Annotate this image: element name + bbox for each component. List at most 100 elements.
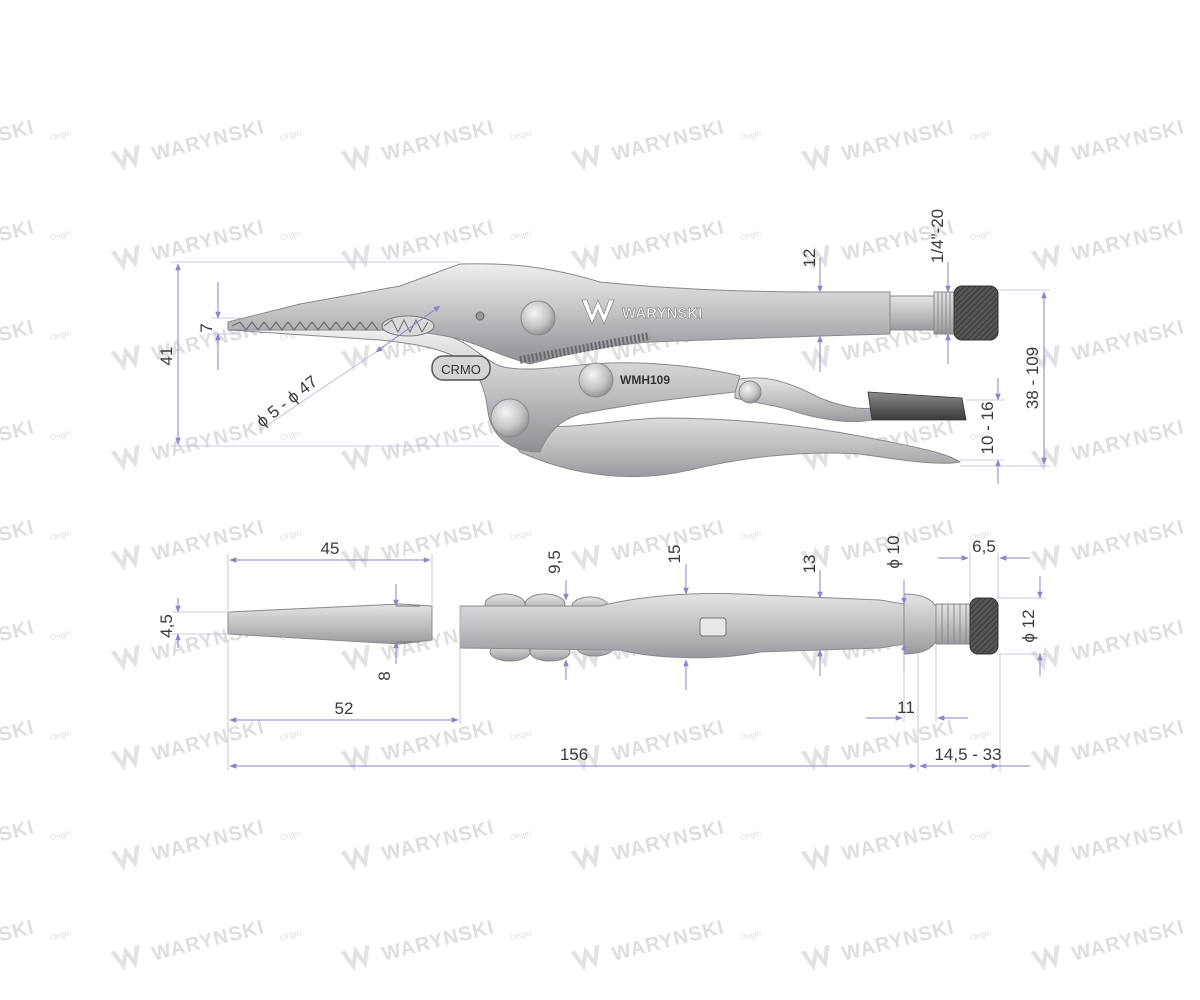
watermark-tagline: Origin	[739, 528, 762, 542]
watermark-icon	[110, 344, 140, 372]
watermark-icon	[570, 144, 600, 172]
dim-handle-span: 38 - 109	[1023, 347, 1042, 409]
model-label: WMH109	[620, 373, 670, 387]
watermark-icon	[800, 444, 830, 472]
watermark-icon	[110, 944, 140, 972]
screw-thread-top	[935, 603, 973, 645]
watermark-brand: WARYNSKI	[610, 916, 727, 965]
watermark-logo: WARYNSKI Origin	[800, 816, 992, 872]
dim-screw-length: 11	[897, 698, 915, 717]
watermark-icon	[1030, 144, 1060, 172]
top-view-dimensions: 45 4,5 8 52 9,5 15 13 ϕ 10	[157, 535, 1046, 772]
watermark-brand: WARYNSKI	[1070, 516, 1187, 565]
watermark-icon	[1030, 444, 1060, 472]
watermark-icon	[340, 344, 370, 372]
watermark-tagline: Origin	[279, 528, 302, 542]
material-badge: CRMO	[431, 355, 491, 381]
watermark-icon	[1030, 844, 1060, 872]
watermark-tagline: Origin	[739, 228, 762, 242]
watermark-tagline: Origin	[969, 828, 992, 842]
watermark-brand: WARYNSKI	[380, 716, 497, 765]
watermark-tagline: Origin	[969, 228, 992, 242]
watermark-tagline: Origin	[509, 128, 532, 142]
watermark-icon	[570, 344, 600, 372]
dim-body-b: 15	[665, 545, 684, 564]
dim-body-a: 9,5	[545, 550, 564, 574]
watermark-icon	[110, 744, 140, 772]
dim-diameter-range: ϕ 5 - ϕ 47	[253, 372, 321, 431]
watermark-tagline: Origin	[279, 828, 302, 842]
watermark-icon	[1030, 544, 1060, 572]
watermark-icon	[340, 444, 370, 472]
watermark-icon	[340, 244, 370, 272]
watermark-tagline: Origin	[49, 528, 72, 542]
watermark-icon	[110, 244, 140, 272]
watermark-tagline: Origin	[279, 728, 302, 742]
watermark-brand: WARYNSKI	[380, 416, 497, 465]
watermark-icon	[340, 144, 370, 172]
watermark-icon	[340, 944, 370, 972]
watermark-brand: WARYNSKI	[380, 816, 497, 865]
pliers-top-view	[227, 593, 999, 662]
watermark-logo: WARYNSKI Origin	[340, 716, 532, 772]
watermark-brand: WARYNSKI	[380, 916, 497, 965]
watermark-tagline: Origin	[509, 228, 532, 242]
watermark-tagline: Origin	[279, 228, 302, 242]
dim-nose-length: 45	[321, 539, 340, 558]
watermark-icon	[570, 644, 600, 672]
watermark-icon	[800, 544, 830, 572]
watermark-tagline: Origin	[49, 728, 72, 742]
watermark-brand: WARYNSKI	[610, 816, 727, 865]
watermark-tagline: Origin	[509, 528, 532, 542]
watermark-brand: WARYNSKI	[840, 116, 957, 165]
watermark-icon	[340, 644, 370, 672]
knurled-knob	[953, 285, 999, 341]
small-hole	[475, 311, 485, 321]
watermark-tagline: Origin	[49, 828, 72, 842]
watermark-icon	[570, 744, 600, 772]
watermark-icon	[110, 644, 140, 672]
watermark-tagline: Origin	[49, 128, 72, 142]
watermark-tagline: Origin	[49, 928, 72, 942]
watermark-icon	[110, 844, 140, 872]
watermark-tagline: Origin	[49, 228, 72, 242]
rivet-4	[738, 380, 762, 404]
watermark-brand: WARYNSKI	[840, 816, 957, 865]
dim-knob-offset: 6,5	[972, 537, 996, 556]
dim-total-height: 41	[157, 347, 176, 366]
adjust-screw	[889, 295, 941, 331]
latch-slot	[699, 617, 727, 637]
watermark-tagline: Origin	[49, 628, 72, 642]
watermark-tagline: Origin	[509, 728, 532, 742]
dim-screw-diameter: ϕ 10	[884, 535, 903, 568]
watermark-icon	[800, 144, 830, 172]
watermark-tagline: Origin	[969, 728, 992, 742]
watermark-icon	[800, 644, 830, 672]
lower-handle	[487, 409, 962, 478]
watermark-brand: WARYNSKI	[150, 716, 267, 765]
watermark-brand: WARYNSKI	[1070, 116, 1187, 165]
dim-total-length: 156	[560, 745, 588, 764]
